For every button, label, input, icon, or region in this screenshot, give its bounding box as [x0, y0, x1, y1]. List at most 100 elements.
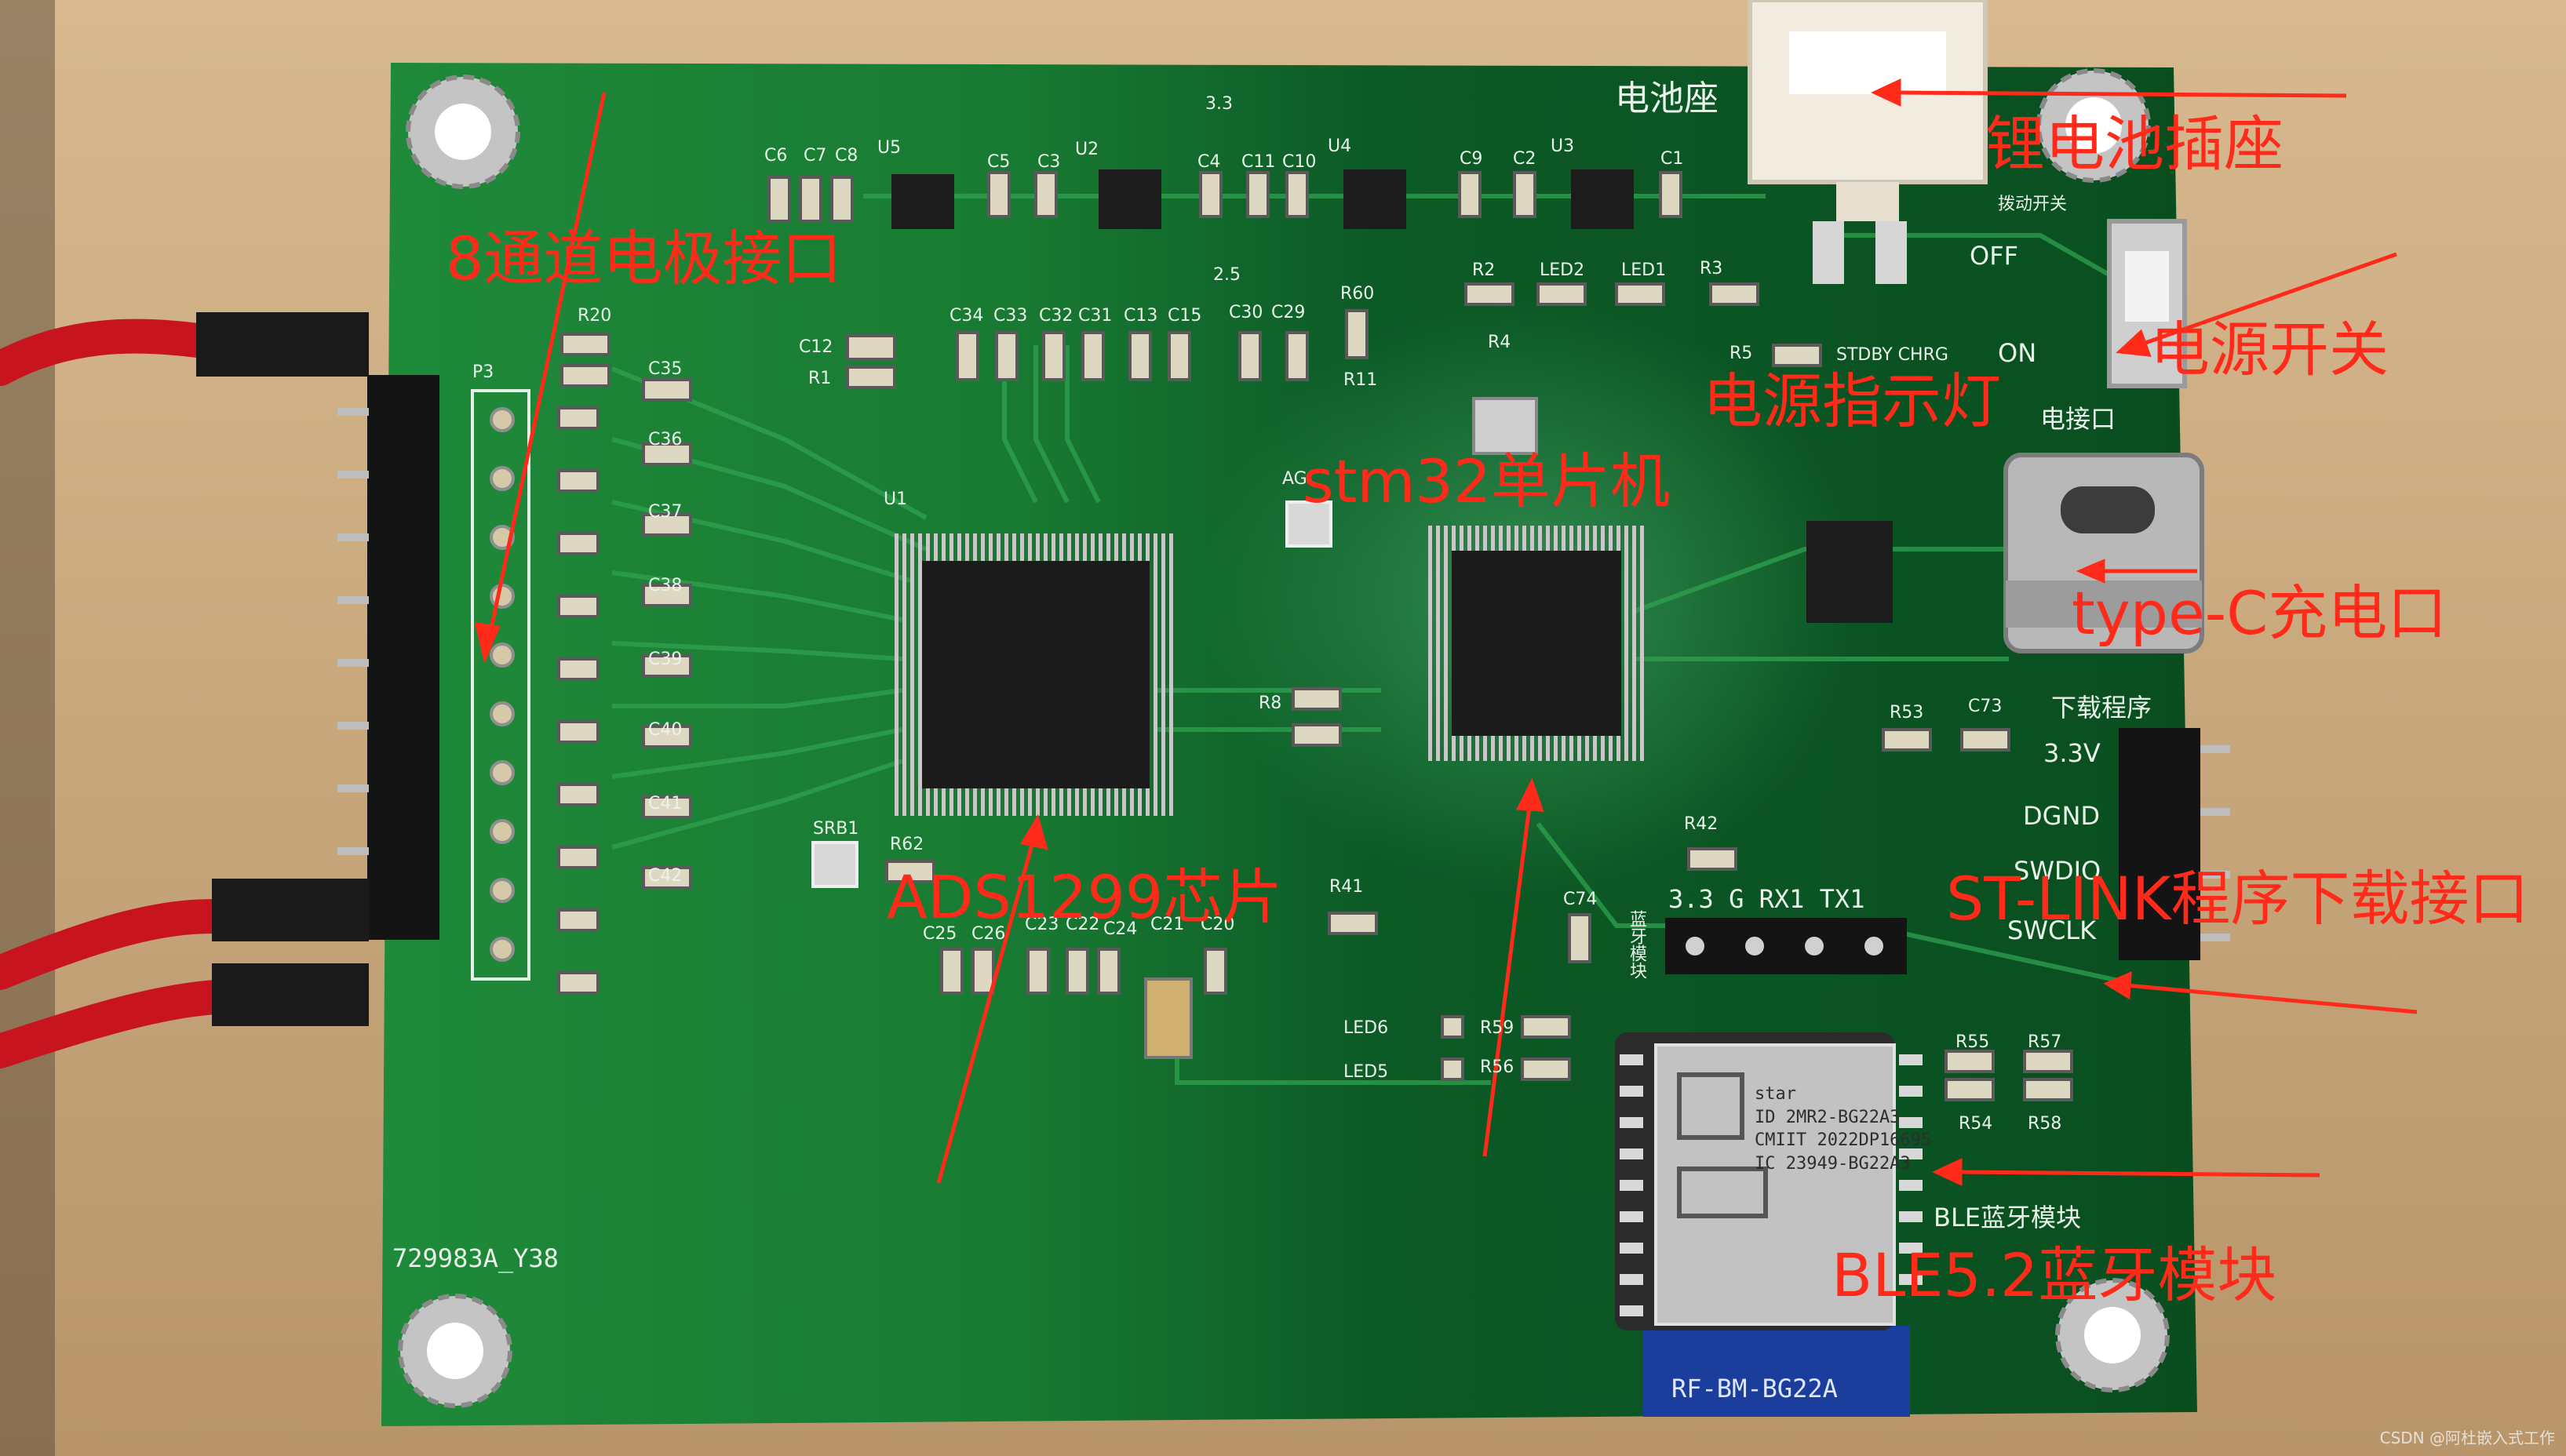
annotation-ble52: BLE5.2蓝牙模块	[1832, 1240, 2277, 1310]
ref-led5: LED5	[1343, 1062, 1389, 1082]
stm32-chip	[1427, 526, 1646, 761]
pin-swclk: SWCLK	[2007, 915, 2097, 945]
ref-c23: C23	[1025, 915, 1059, 934]
ref-c25: C25	[923, 924, 957, 944]
arrow-ads1299	[936, 835, 1037, 1184]
ref-u5: U5	[877, 138, 902, 158]
annotation-power-led: 电源指示灯	[1703, 366, 2001, 436]
ref-c7: C7	[804, 146, 827, 166]
module-logo	[1677, 1072, 1744, 1140]
ads1299-chip	[895, 533, 1177, 816]
ref-c40: C40	[648, 720, 683, 740]
ref-r42: R42	[1684, 814, 1719, 834]
background-shadow	[0, 0, 55, 1456]
ref-c21: C21	[1150, 915, 1185, 934]
ref-led2: LED2	[1540, 260, 1585, 280]
pin-dgnd: DGND	[2023, 801, 2101, 831]
ref-c39: C39	[648, 650, 683, 669]
ref-u4: U4	[1328, 136, 1352, 156]
soic-chips	[891, 169, 1893, 623]
watermark: CSDN @阿杜嵌入式工作	[2379, 1429, 2555, 1447]
ref-led6: LED6	[1343, 1018, 1389, 1038]
ref-c35: C35	[648, 359, 683, 379]
ref-r2: R2	[1472, 260, 1496, 280]
ref-r20: R20	[578, 306, 612, 326]
ref-c1: C1	[1660, 149, 1684, 169]
annotation-electrode-interface: 8通道电极接口	[446, 224, 842, 293]
ref-c41: C41	[648, 794, 683, 814]
pin-33v: 3.3V	[2043, 738, 2101, 768]
ref-c5: C5	[987, 152, 1011, 172]
usb-silk: 电接口	[2040, 404, 2116, 434]
ref-r8: R8	[1259, 693, 1282, 713]
off-label: OFF	[1970, 241, 2018, 271]
ref-v25: 2.5	[1213, 265, 1241, 285]
tantalum-cap	[1144, 977, 1193, 1059]
ce-mark	[1677, 1167, 1768, 1218]
ref-led1: LED1	[1621, 260, 1667, 280]
ref-r3: R3	[1700, 259, 1723, 278]
ble-pin-header	[1665, 918, 1907, 974]
ref-c3: C3	[1037, 152, 1061, 172]
arrow-switch	[2134, 252, 2397, 349]
annotation-power-switch: 电源开关	[2150, 315, 2389, 384]
ref-r11: R11	[1343, 370, 1378, 390]
ref-c20: C20	[1201, 915, 1235, 934]
ref-c74: C74	[1563, 890, 1598, 909]
type-c-port	[2003, 453, 2204, 653]
ref-c31: C31	[1078, 306, 1113, 326]
ref-c29: C29	[1271, 303, 1306, 322]
ref-c8: C8	[835, 146, 858, 166]
red-wires	[0, 312, 369, 1068]
ref-c15: C15	[1168, 306, 1202, 326]
ref-srb1: SRB1	[813, 819, 859, 839]
ref-c34: C34	[949, 306, 984, 326]
ref-c36: C36	[648, 430, 683, 450]
ref-c13: C13	[1124, 306, 1158, 326]
arrow-battery	[1898, 90, 2347, 98]
ref-c26: C26	[971, 924, 1006, 944]
ref-r1: R1	[808, 369, 832, 388]
ref-agnd: AG	[1282, 469, 1307, 489]
pin-swdio: SWDIO	[2014, 856, 2101, 886]
arrow-st-link	[2126, 983, 2418, 1014]
ref-c9: C9	[1460, 149, 1483, 169]
ref-r55: R55	[1955, 1032, 1990, 1052]
ble-module-silk: BLE蓝牙模块	[1934, 1203, 2082, 1232]
battery-socket	[1748, 0, 1988, 284]
power-switch	[2107, 219, 2187, 388]
passive-components	[557, 171, 2073, 1101]
ref-r57: R57	[2028, 1032, 2062, 1052]
annotation-ads1299: ADS1299芯片	[887, 862, 1283, 932]
ref-c42: C42	[648, 866, 683, 886]
ref-c73: C73	[1968, 697, 2003, 716]
crystal	[1472, 397, 1538, 455]
on-label: ON	[1998, 338, 2037, 368]
p3-label: P3	[472, 362, 494, 382]
ref-c38: C38	[648, 576, 683, 595]
stdby-chrg-label: STDBY CHRG	[1836, 345, 1948, 365]
arrow-electrode	[484, 92, 607, 652]
ref-r5: R5	[1729, 344, 1753, 363]
ble-header-pins: 3.3 G RX1 TX1	[1668, 884, 1865, 914]
download-silk: 下载程序	[2051, 693, 2152, 723]
ref-c22: C22	[1066, 915, 1100, 934]
annotation-type-c: type-C充电口	[2072, 578, 2448, 648]
ref-r56: R56	[1480, 1057, 1514, 1077]
module-label-text: star ID 2MR2-BG22A3 CMIIT 2022DP16695 IC…	[1755, 1084, 1932, 1174]
ref-c12: C12	[799, 337, 833, 357]
annotation-st-link: ST-LINK程序下载接口	[1946, 864, 2529, 934]
ref-c11: C11	[1241, 152, 1276, 172]
ref-c2: C2	[1513, 149, 1536, 169]
ref-c6: C6	[764, 146, 788, 166]
ref-r41: R41	[1329, 877, 1364, 897]
ref-c37: C37	[648, 502, 683, 522]
ref-c30: C30	[1229, 303, 1263, 322]
ref-r62: R62	[890, 835, 924, 854]
u1-label: U1	[884, 490, 908, 509]
module-bottom-text: RF-BM-BG22A	[1671, 1374, 1838, 1403]
ref-r58: R58	[2028, 1114, 2062, 1134]
ref-c32: C32	[1039, 306, 1073, 326]
ref-r54: R54	[1959, 1114, 1993, 1134]
arrow-ble	[1959, 1170, 2320, 1178]
